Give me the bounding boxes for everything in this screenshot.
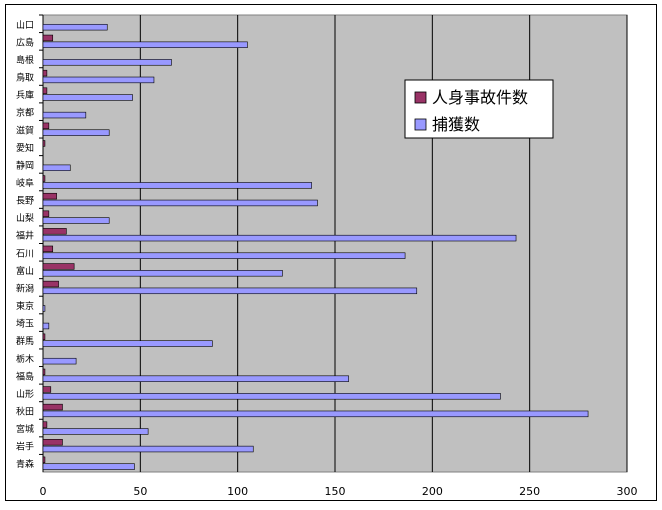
y-tick-label: 静岡 xyxy=(16,159,34,171)
bar-jinshin-jiko xyxy=(42,263,75,270)
bar-hokaku xyxy=(42,393,501,400)
bar-jinshin-jiko xyxy=(42,280,59,288)
bar-jinshin-jiko xyxy=(42,368,46,376)
bar-hokaku xyxy=(42,340,213,347)
y-tick-label: 愛知 xyxy=(16,142,34,154)
bar-hokaku xyxy=(42,59,172,66)
y-tick-label: 福島 xyxy=(16,370,34,382)
bar-jinshin-jiko xyxy=(42,69,48,77)
y-tick-label: 長野 xyxy=(16,196,34,207)
y-tick-label: 山梨 xyxy=(16,212,34,224)
y-tick-label: 岩手 xyxy=(16,441,34,453)
y-tick-label: 京都 xyxy=(16,107,34,119)
bar-hokaku xyxy=(42,287,418,295)
bar-hokaku xyxy=(42,23,108,31)
x-tick-label: 50 xyxy=(133,485,147,498)
y-tick-label: 青森 xyxy=(16,458,34,470)
bar-jinshin-jiko xyxy=(42,333,46,340)
x-tick-label: 0 xyxy=(40,485,47,498)
x-tick-label: 250 xyxy=(519,485,540,498)
y-tick-label: 新潟 xyxy=(16,282,34,294)
y-tick-label: 鳥取 xyxy=(16,72,34,84)
bar-hokaku xyxy=(42,182,312,189)
bar-hokaku xyxy=(42,357,77,365)
bar-jinshin-jiko xyxy=(42,192,57,200)
y-tick-label: 埼玉 xyxy=(16,318,34,330)
y-tick-label: 滋賀 xyxy=(16,124,34,136)
bar-hokaku xyxy=(42,463,135,470)
y-tick-label: 富山 xyxy=(16,265,34,277)
bar-jinshin-jiko xyxy=(42,439,63,446)
bar-hokaku xyxy=(42,217,110,224)
x-tick-label: 300 xyxy=(617,485,638,498)
bar-hokaku xyxy=(42,94,133,101)
y-tick-label: 東京 xyxy=(16,300,34,312)
bar-hokaku xyxy=(42,199,318,207)
bar-hokaku xyxy=(42,410,589,418)
y-tick-label: 山口 xyxy=(16,20,34,31)
bar-jinshin-jiko xyxy=(42,210,50,217)
legend-swatch xyxy=(414,118,427,131)
bar-jinshin-jiko xyxy=(42,34,54,42)
y-tick-label: 兵庫 xyxy=(16,89,34,101)
bar-jinshin-jiko xyxy=(42,403,63,411)
bar-hokaku xyxy=(42,129,110,136)
x-tick-label: 150 xyxy=(325,485,346,498)
bar-hokaku xyxy=(42,111,87,119)
y-tick-label: 栃木 xyxy=(16,353,34,365)
y-tick-label: 宮城 xyxy=(16,423,34,435)
bar-jinshin-jiko xyxy=(42,122,50,130)
y-tick-label: 広島 xyxy=(16,36,34,48)
legend-label: 人身事故件数 xyxy=(432,88,528,107)
x-tick-label: 100 xyxy=(227,485,248,498)
bar-jinshin-jiko xyxy=(42,228,67,235)
bar-jinshin-jiko xyxy=(42,456,46,464)
y-tick-label: 秋田 xyxy=(16,405,34,417)
legend-box xyxy=(404,79,554,139)
y-tick-label: 群馬 xyxy=(16,335,34,347)
y-tick-label: 石川 xyxy=(16,249,34,259)
bar-jinshin-jiko xyxy=(42,175,46,182)
x-tick-label: 200 xyxy=(422,485,443,498)
bar-jinshin-jiko xyxy=(42,245,54,253)
bar-hokaku xyxy=(42,375,349,382)
bar-hokaku xyxy=(42,270,283,277)
bar-hokaku xyxy=(42,428,149,435)
bar-jinshin-jiko xyxy=(42,386,52,393)
bar-hokaku xyxy=(42,41,248,48)
y-tick-label: 岐阜 xyxy=(16,177,34,189)
bar-hokaku xyxy=(42,445,254,453)
y-tick-label: 島根 xyxy=(16,54,34,66)
bar-hokaku xyxy=(42,305,46,312)
legend-swatch xyxy=(414,91,427,104)
legend-label: 捕獲数 xyxy=(432,115,480,134)
bar-hokaku xyxy=(42,164,71,172)
bar-jinshin-jiko xyxy=(42,140,46,147)
y-tick-label: 山形 xyxy=(16,388,34,400)
y-tick-label: 福井 xyxy=(16,230,34,242)
bar-jinshin-jiko xyxy=(42,87,48,94)
bar-hokaku xyxy=(42,322,50,330)
bar-hokaku xyxy=(42,234,517,242)
bar-hokaku xyxy=(42,76,155,84)
bar-jinshin-jiko xyxy=(42,421,48,428)
bar-hokaku xyxy=(42,252,406,259)
